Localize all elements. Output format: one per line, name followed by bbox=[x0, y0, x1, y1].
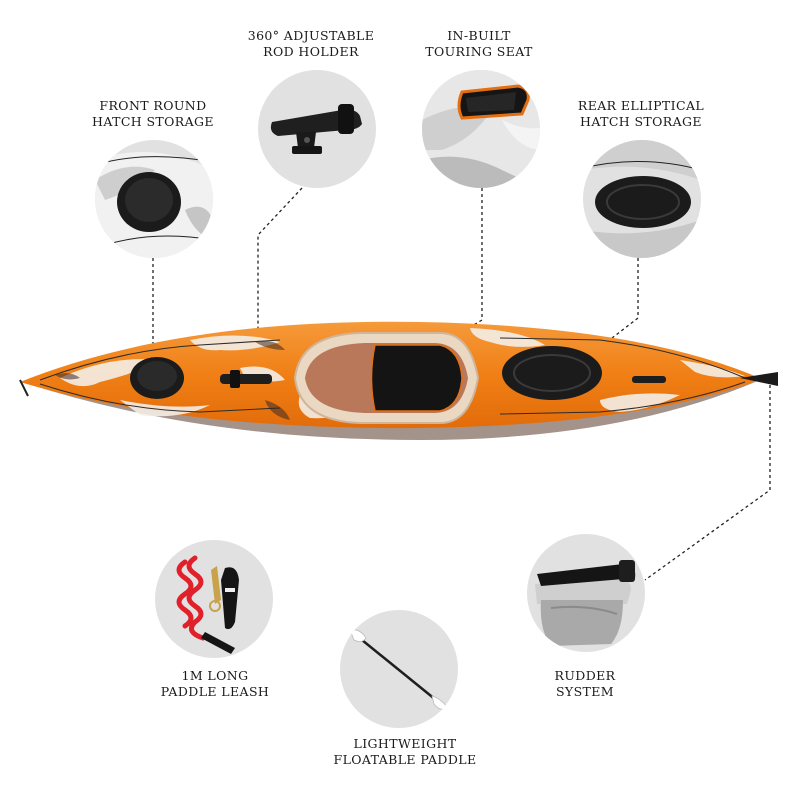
rear-hatch-photo bbox=[583, 140, 701, 258]
bungee-cords bbox=[39, 337, 746, 415]
kayak-hull-shadow bbox=[22, 380, 760, 440]
paddle-photo bbox=[340, 610, 458, 728]
kayak-dark-streaks bbox=[55, 341, 290, 420]
callout-line-rudder bbox=[644, 385, 771, 581]
callout-line-rear-hatch bbox=[589, 258, 639, 356]
rear-handle-on-kayak bbox=[632, 376, 666, 383]
paddle-leash-photo bbox=[155, 540, 273, 658]
callout-line-touring-seat bbox=[439, 188, 483, 346]
rudder-on-kayak bbox=[740, 372, 778, 386]
rudder-photo bbox=[527, 534, 645, 652]
cockpit-seat bbox=[370, 344, 463, 412]
touring-seat-photo bbox=[422, 70, 540, 188]
front-hatch-photo bbox=[95, 140, 213, 258]
rod-holder-photo bbox=[258, 70, 376, 188]
rod-holder-on-kayak bbox=[220, 374, 272, 384]
